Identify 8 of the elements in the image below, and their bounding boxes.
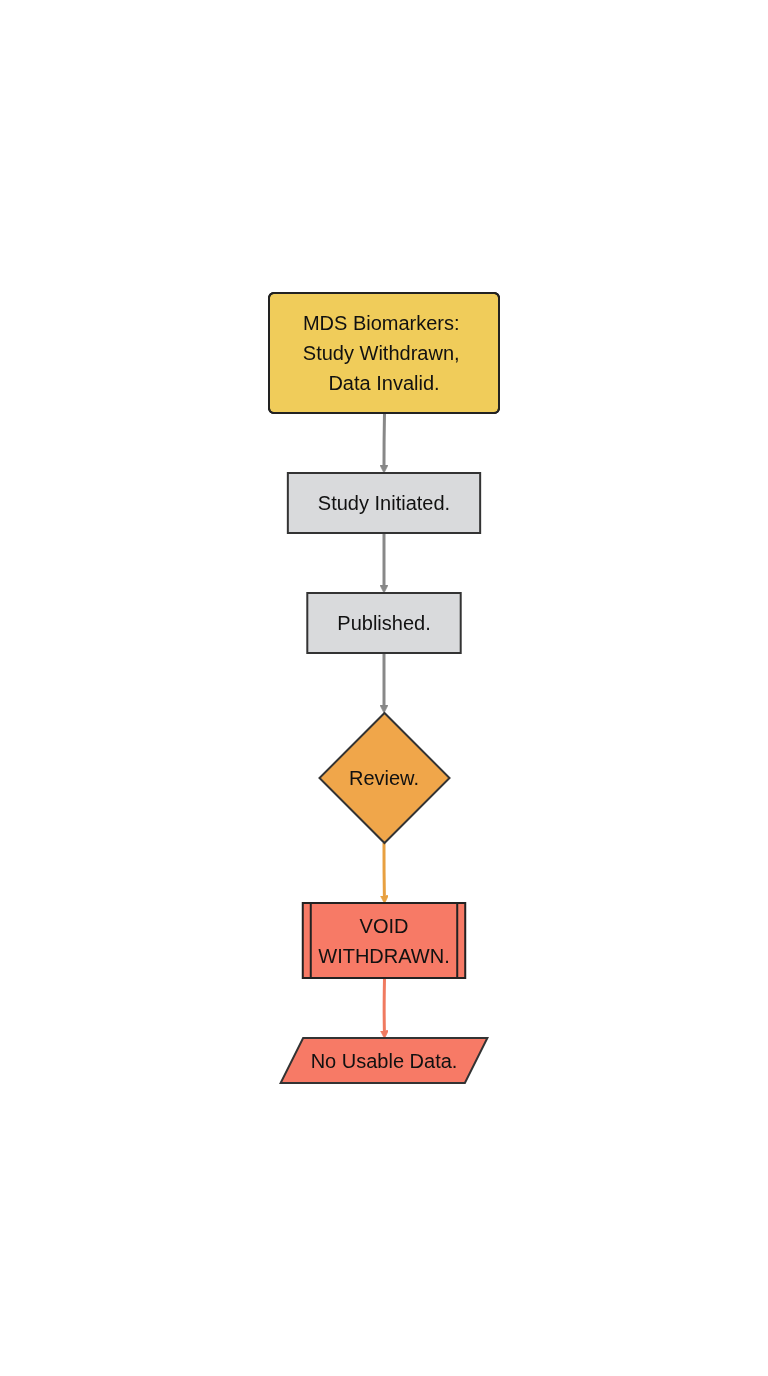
node-box [286, 472, 482, 534]
node-diamond [318, 711, 451, 845]
arrow [379, 653, 389, 714]
arrow [379, 978, 389, 1039]
arrow [379, 413, 389, 474]
arrow [379, 533, 389, 594]
arrow [379, 843, 389, 904]
node-box [306, 592, 462, 654]
